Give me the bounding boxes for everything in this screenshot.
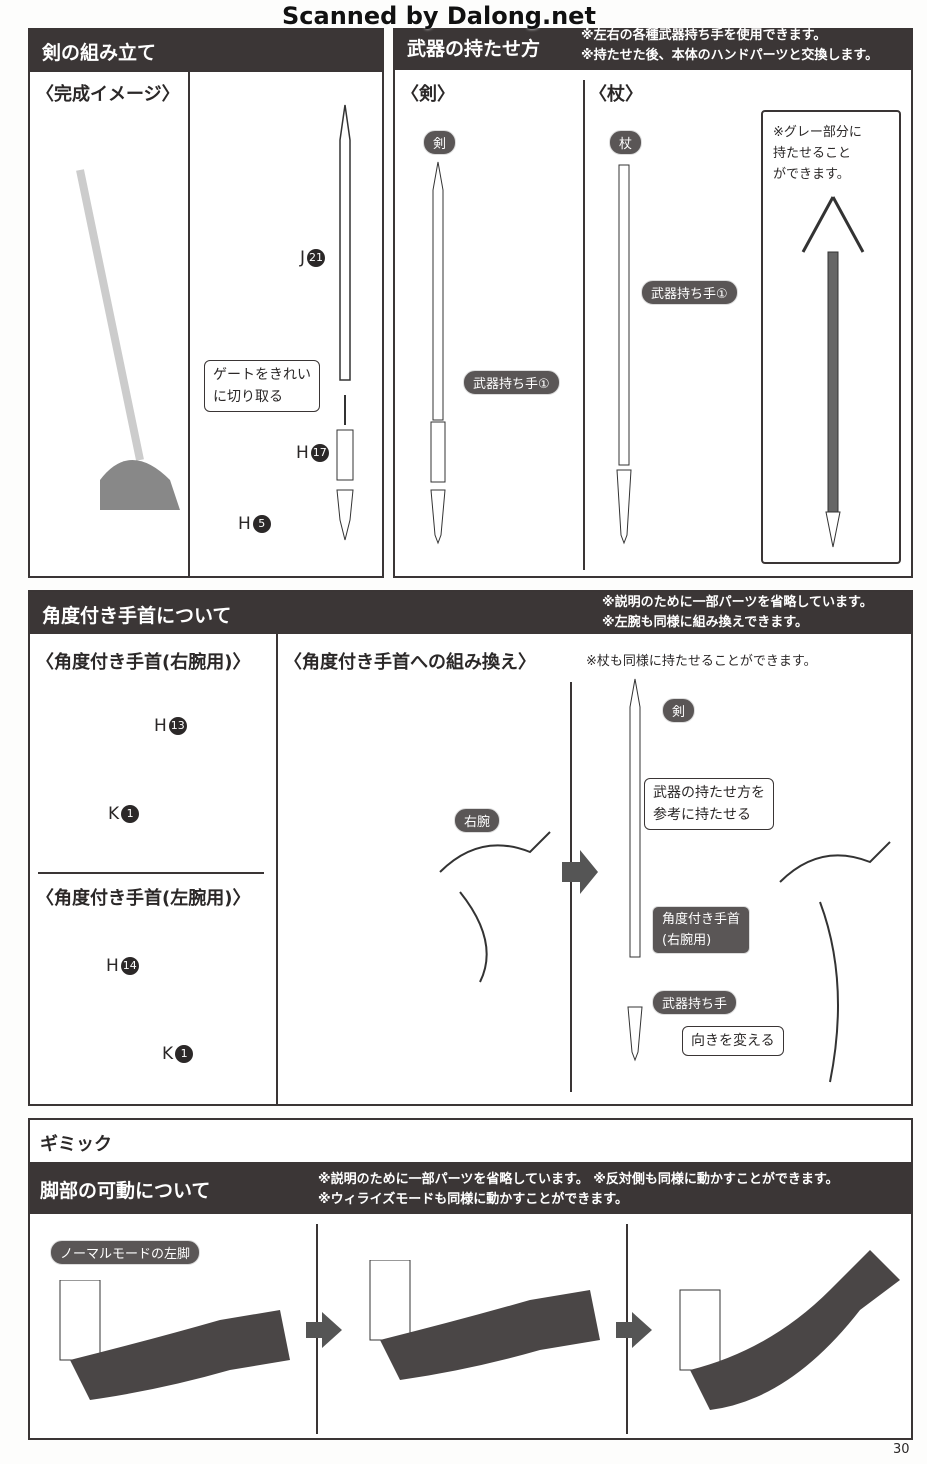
hand-pill: 武器持ち手①: [641, 280, 738, 305]
section-title: 脚部の可動について: [40, 1180, 211, 1202]
arrow-right-icon: [306, 1312, 342, 1348]
section-header: 剣の組み立て: [30, 30, 382, 70]
section-title: 武器の持たせ方: [407, 38, 541, 60]
staff-pill: 杖: [609, 130, 643, 155]
wrist-pill: 角度付き手首(右腕用): [652, 906, 751, 954]
section-title: 剣の組み立て: [42, 42, 157, 64]
turn-callout: 向きを変える: [682, 1026, 784, 1056]
finished-sword-photo: [76, 169, 180, 510]
section-header: 脚部の可動について ※説明のために一部パーツを省略しています。 ※反対側も同様に…: [30, 1162, 911, 1214]
left-wrist-label: 〈角度付き手首(左腕用)〉: [36, 888, 251, 909]
sword-parts-diagram: [336, 104, 354, 541]
sword-pill: 剣: [423, 130, 457, 155]
staff-detail-illustration: [801, 196, 865, 548]
sword-illustration: [430, 161, 446, 545]
angled-wrist-panel: 角度付き手首について ※説明のために一部パーツを省略しています。※左腕も同様に組…: [28, 590, 913, 1106]
section-title: 角度付き手首について: [42, 605, 232, 627]
page-number: 30: [893, 1442, 910, 1457]
right-arm-illustration: [779, 841, 891, 1083]
sword-pill: 剣: [662, 698, 696, 723]
staff-detail-box: ※グレー部分に持たせることができます。: [761, 110, 901, 564]
complete-image-label: 〈完成イメージ〉: [36, 84, 180, 105]
right-wrist-label: 〈角度付き手首(右腕用)〉: [36, 652, 251, 673]
reference-callout: 武器の持たせ方を参考に持たせる: [644, 778, 774, 830]
staff-label: 〈杖〉: [589, 84, 643, 105]
weapon-holding-panel: 武器の持たせ方 ※左右の各種武器持ち手を使用できます。※持たせた後、本体のハンド…: [393, 28, 913, 578]
arrow-right-icon: [616, 1312, 652, 1348]
sword-label: 〈剣〉: [401, 84, 455, 105]
right-arm-illustration: [439, 831, 551, 983]
arrow-right-icon: [562, 850, 598, 894]
staff-illustration: [616, 164, 632, 545]
hand-pill: 武器持ち手: [652, 990, 738, 1015]
leg-illustration: [679, 1250, 900, 1410]
section-header: 角度付き手首について ※説明のために一部パーツを省略しています。※左腕も同様に組…: [30, 592, 911, 634]
leg-illustration: [59, 1280, 290, 1400]
watermark: Scanned by Dalong.net: [282, 2, 596, 30]
staff-note: ※杖も同様に持たせることができます。: [586, 654, 817, 669]
right-arm-pill: 右腕: [454, 808, 501, 833]
leg-gimmick-panel: ギミック 脚部の可動について ※説明のために一部パーツを省略しています。 ※反対…: [28, 1118, 913, 1440]
leg-illustration: [369, 1260, 600, 1380]
hand-pill: 武器持ち手①: [463, 370, 560, 395]
normal-mode-pill: ノーマルモードの左脚: [50, 1240, 201, 1265]
section-header: 武器の持たせ方 ※左右の各種武器持ち手を使用できます。※持たせた後、本体のハンド…: [395, 28, 911, 70]
sword-illustration: [627, 678, 643, 1062]
swap-label: 〈角度付き手首への組み換え〉: [284, 652, 536, 673]
gimmick-heading: ギミック: [40, 1134, 112, 1155]
gate-cut-callout: ゲートをきれいに切り取る: [204, 360, 320, 412]
